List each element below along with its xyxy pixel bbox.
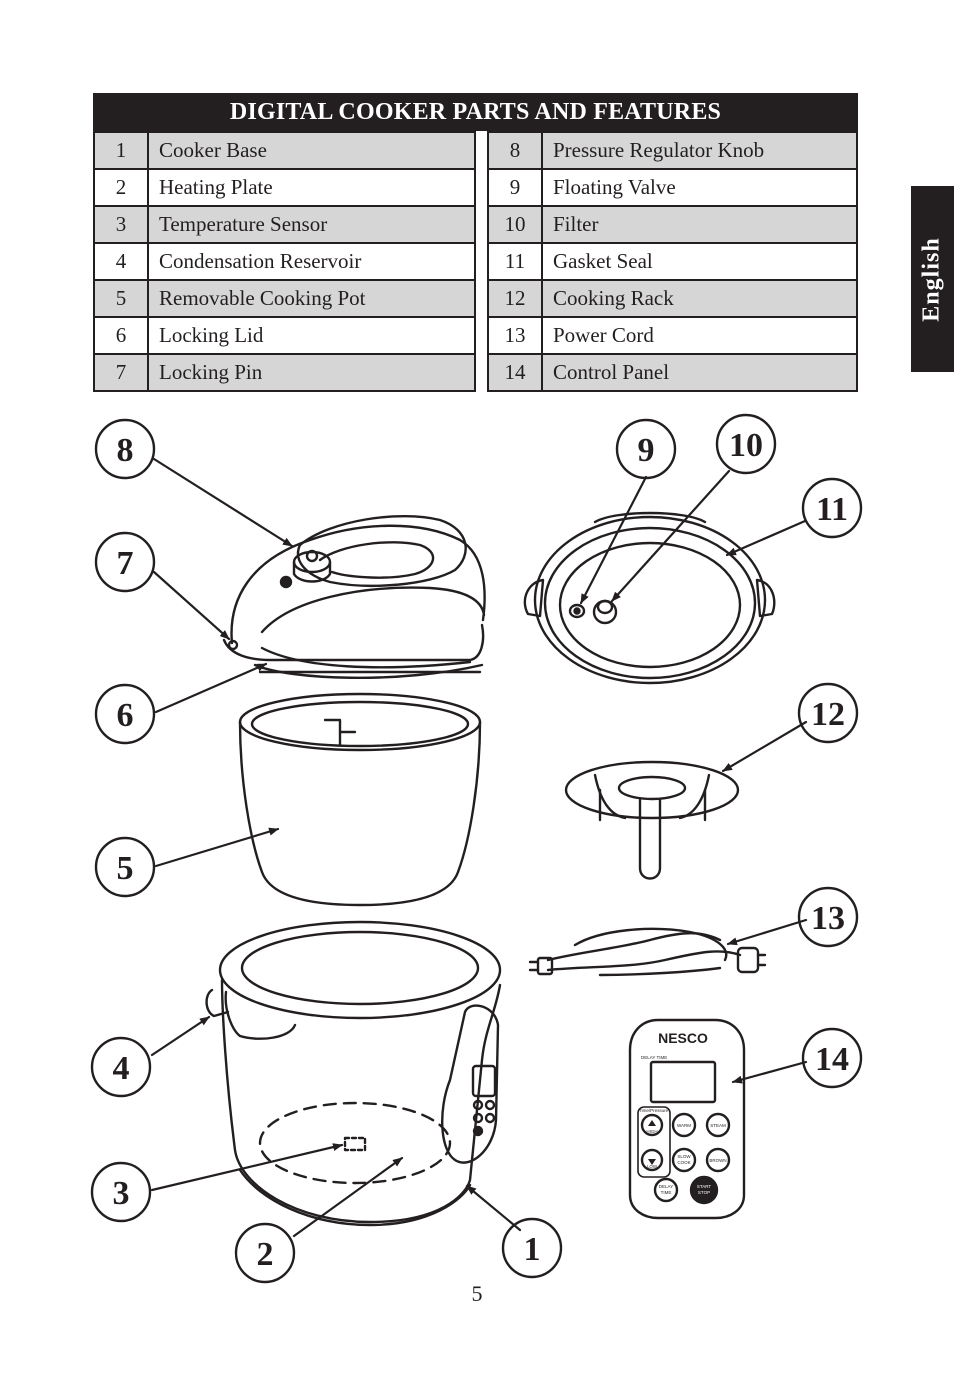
parts-table: DIGITAL COOKER PARTS AND FEATURES 1 Cooke… <box>93 93 858 392</box>
slow-cook-label-top: SLOW <box>677 1154 691 1159</box>
part-number: 9 <box>489 170 543 205</box>
part-name: Locking Pin <box>159 360 263 384</box>
power-cord-illustration <box>528 927 767 977</box>
callout-5: 5 <box>117 850 134 887</box>
slow-cook-label-bottom: COOK <box>677 1160 690 1165</box>
table-row: 8 Pressure Regulator Knob <box>489 131 856 168</box>
filter-illustration <box>592 599 618 625</box>
part-number: 5 <box>95 281 149 316</box>
steam-button-label: STEAM <box>710 1123 726 1128</box>
callout-14: 14 <box>815 1041 849 1078</box>
table-row: 4 Condensation Reservoir <box>95 242 474 279</box>
brand-logo: NESCO <box>658 1030 708 1046</box>
table-row: 6 Locking Lid <box>95 316 474 353</box>
callout-12: 12 <box>811 696 845 733</box>
locking-pin-illustration <box>227 575 293 651</box>
part-number: 8 <box>489 133 543 168</box>
time-pressure-label: Time/Pressure <box>639 1108 669 1113</box>
table-row: 10 Filter <box>489 205 856 242</box>
callout-6: 6 <box>117 697 134 734</box>
callout-4: 4 <box>113 1050 130 1087</box>
page-number: 5 <box>471 1281 483 1306</box>
callout-3: 3 <box>113 1175 130 1212</box>
cooker-base-illustration <box>205 920 502 1227</box>
table-row: 12 Cooking Rack <box>489 279 856 316</box>
callout-7: 7 <box>117 545 134 582</box>
low-button-label: LOW <box>647 1164 658 1169</box>
part-number: 14 <box>489 355 543 390</box>
part-number: 4 <box>95 244 149 279</box>
table-row: 13 Power Cord <box>489 316 856 353</box>
part-name: Locking Lid <box>159 323 264 347</box>
part-number: 12 <box>489 281 543 316</box>
table-row: 14 Control Panel <box>489 353 856 390</box>
part-name: Control Panel <box>553 360 670 384</box>
part-name: Pressure Regulator Knob <box>553 138 765 162</box>
table-row: 2 Heating Plate <box>95 168 474 205</box>
part-number: 6 <box>95 318 149 353</box>
display-label: DELAY TIME <box>641 1055 667 1060</box>
part-name: Filter <box>553 212 599 236</box>
part-name: Cooking Rack <box>553 286 674 310</box>
table-row: 7 Locking Pin <box>95 353 474 390</box>
table-row: 5 Removable Cooking Pot <box>95 279 474 316</box>
callout-9: 9 <box>638 432 655 469</box>
part-name: Power Cord <box>553 323 654 347</box>
cooking-pot-illustration <box>238 692 482 907</box>
callout-11: 11 <box>816 491 848 528</box>
part-number: 7 <box>95 355 149 390</box>
delay-time-label-bottom: TIME <box>661 1190 672 1195</box>
start-stop-label-top: START <box>697 1184 712 1189</box>
table-row: 3 Temperature Sensor <box>95 205 474 242</box>
table-row: 1 Cooker Base <box>95 131 474 168</box>
table-row: 9 Floating Valve <box>489 168 856 205</box>
cooking-rack-illustration <box>564 760 740 880</box>
table-title: DIGITAL COOKER PARTS AND FEATURES <box>93 93 858 131</box>
high-button-label: HIGH <box>646 1129 657 1134</box>
part-name: Removable Cooking Pot <box>159 286 366 310</box>
callout-2: 2 <box>257 1236 274 1273</box>
part-name: Floating Valve <box>553 175 676 199</box>
pressure-regulator-knob-illustration <box>292 549 332 583</box>
part-number: 11 <box>489 244 543 279</box>
part-name: Cooker Base <box>159 138 267 162</box>
table-row: 11 Gasket Seal <box>489 242 856 279</box>
part-name: Gasket Seal <box>553 249 653 273</box>
callout-8: 8 <box>117 432 134 469</box>
part-number: 10 <box>489 207 543 242</box>
language-tab: English <box>911 186 954 372</box>
part-number: 13 <box>489 318 543 353</box>
lid-underside-illustration <box>523 511 776 685</box>
delay-time-label-top: DELAY <box>659 1184 673 1189</box>
control-panel-illustration <box>628 1018 746 1220</box>
part-number: 1 <box>95 133 149 168</box>
callout-1: 1 <box>524 1231 541 1268</box>
parts-table-left: 1 Cooker Base 2 Heating Plate 3 Temperature… <box>93 131 476 392</box>
warm-button-label: WARM <box>677 1123 691 1128</box>
part-name: Temperature Sensor <box>159 212 328 236</box>
locking-lid-illustration <box>222 515 486 679</box>
part-number: 3 <box>95 207 149 242</box>
callout-10: 10 <box>729 427 763 464</box>
start-stop-label-bottom: STOP <box>698 1190 710 1195</box>
callout-13: 13 <box>811 900 845 937</box>
brown-button-label: BROWN <box>709 1158 726 1163</box>
floating-valve-illustration <box>568 603 586 619</box>
parts-table-right: 8 Pressure Regulator Knob 9 Floating Valve… <box>487 131 858 392</box>
part-number: 2 <box>95 170 149 205</box>
callout-circles <box>90 413 863 1284</box>
leader-lines <box>150 457 808 1238</box>
part-name: Heating Plate <box>159 175 273 199</box>
part-name: Condensation Reservoir <box>159 249 362 273</box>
